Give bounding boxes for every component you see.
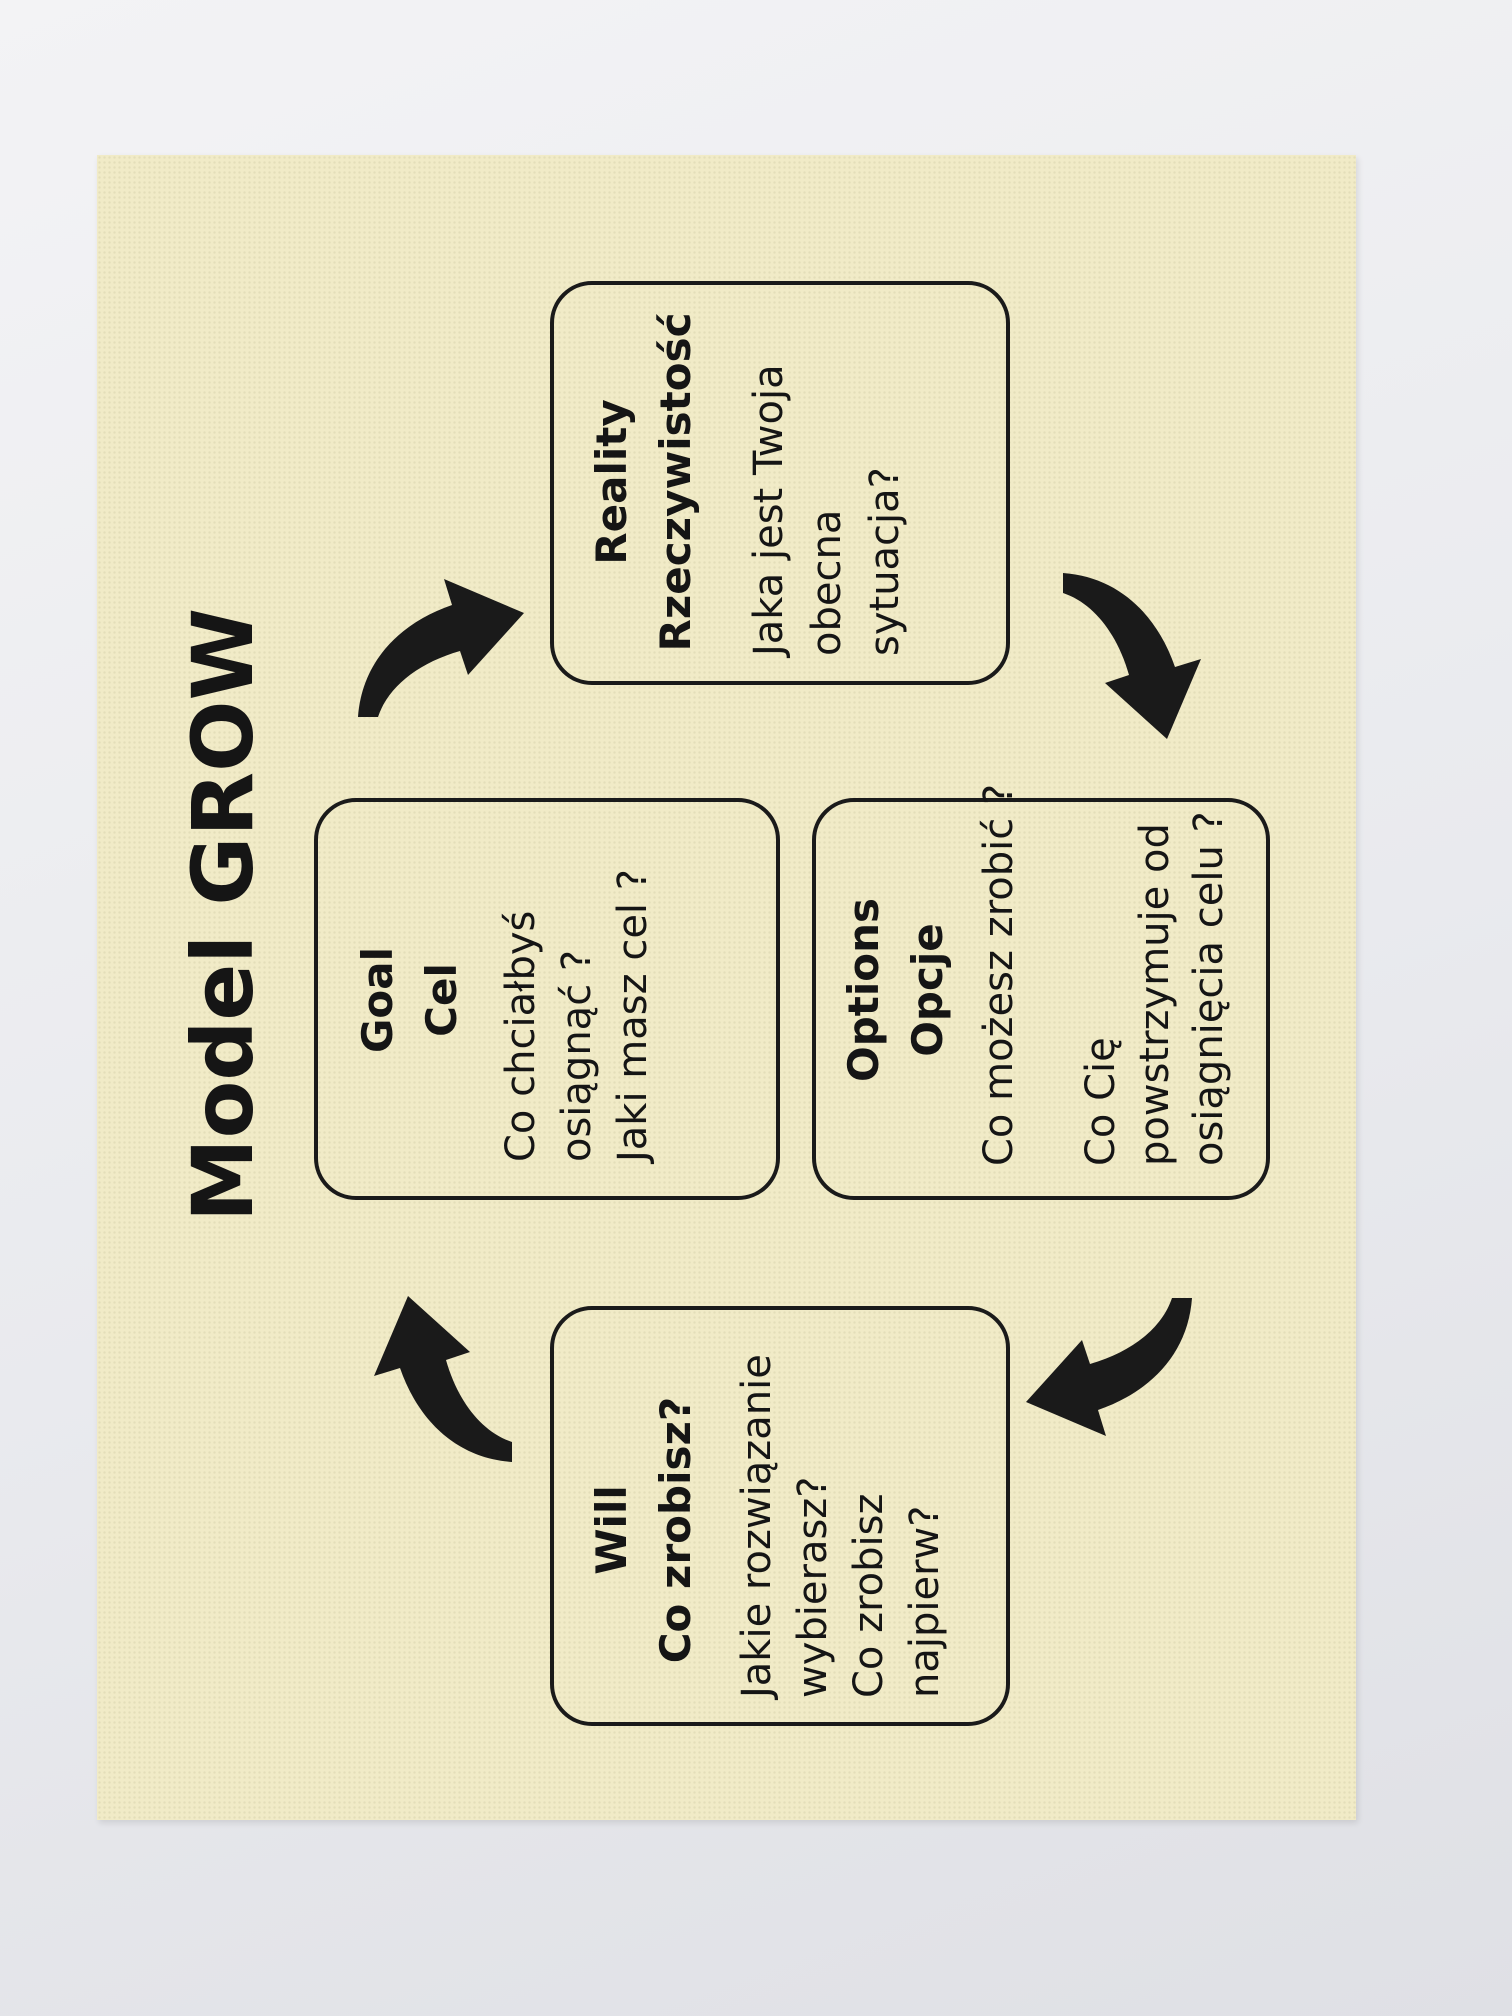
options-box — [812, 798, 1270, 1200]
reality-question-2: obecna — [804, 510, 850, 656]
arrow-options-to-will-icon — [1026, 1298, 1192, 1436]
goal-question-2: osiągnąć ? — [554, 950, 600, 1162]
will-question-1: Jakie rozwiązanie — [734, 1354, 780, 1701]
reality-question-1: Jaka jest Twoja — [746, 364, 792, 659]
goal-question-1: Co chciałbyś — [498, 911, 544, 1162]
reality-card: Reality Rzeczywistość Jaka jest Twoja ob… — [550, 281, 1010, 685]
will-question-4: najpierw? — [902, 1506, 948, 1698]
will-question-3: Co zrobisz — [846, 1494, 892, 1699]
arrow-goal-to-reality-icon — [358, 579, 524, 717]
options-heading-pl: Opcje — [903, 923, 952, 1057]
options-heading-en: Options — [839, 898, 888, 1082]
options-question-4: osiągnięcia celu ? — [1186, 811, 1232, 1166]
will-heading-pl: Co zrobisz? — [651, 1397, 700, 1664]
goal-heading-en: Goal — [353, 947, 402, 1053]
reality-heading-en: Reality — [587, 399, 636, 564]
reality-heading-pl: Rzeczywistość — [651, 312, 700, 651]
reality-box — [550, 281, 1010, 685]
options-question-3: powstrzymuje od — [1132, 823, 1178, 1166]
reality-question-3: sytuacja? — [862, 467, 908, 656]
arrow-reality-to-options-icon — [1063, 573, 1201, 739]
options-question-2: Co Cię — [1078, 1037, 1124, 1166]
options-question-1: Co możesz zrobić ? — [976, 784, 1022, 1166]
page-title: Model GROW — [174, 608, 272, 1222]
will-question-2: wybierasz? — [790, 1476, 836, 1698]
options-card: Options Opcje Co możesz zrobić ? Co Cię … — [812, 784, 1270, 1200]
will-card: Will Co zrobisz? Jakie rozwiązanie wybie… — [550, 1306, 1010, 1726]
goal-card: Goal Cel Co chciałbyś osiągnąć ? Jaki ma… — [314, 798, 780, 1200]
will-heading-en: Will — [587, 1485, 636, 1575]
goal-question-3: Jaki masz cel ? — [610, 869, 656, 1165]
goal-heading-pl: Cel — [417, 963, 466, 1037]
arrow-will-to-goal-icon — [374, 1296, 512, 1462]
goal-box — [314, 798, 780, 1200]
will-box — [550, 1306, 1010, 1726]
fabric-sheet — [97, 155, 1356, 1820]
